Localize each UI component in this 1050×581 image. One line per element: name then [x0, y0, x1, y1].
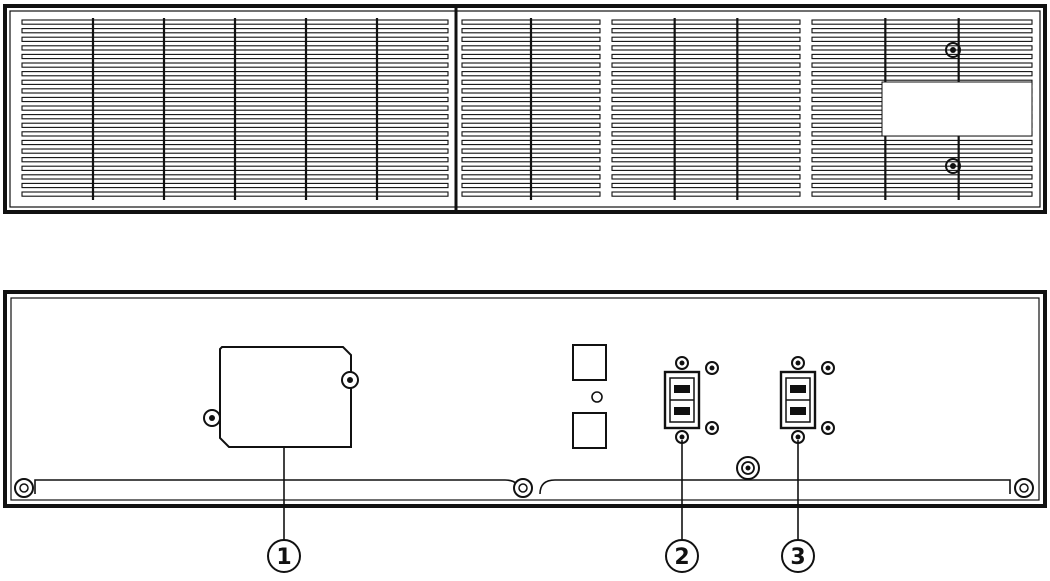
rear-panel-inner-frame	[10, 297, 1040, 501]
vent-center-right-slot	[611, 71, 801, 77]
battery-connector-3	[779, 356, 835, 444]
rail-screw-center	[513, 478, 533, 498]
rear-panel-frame	[3, 290, 1047, 508]
battery-connector-3-screw-center	[795, 360, 801, 366]
battery-connector-3-pin-top	[790, 385, 806, 393]
vent-group-left	[21, 18, 449, 200]
vent-center-right-slot	[611, 122, 801, 128]
rail-screw-right	[1014, 478, 1034, 498]
rear-panel	[3, 290, 1047, 508]
vent-center-right-slot	[611, 88, 801, 94]
vent-center-right-slot	[611, 79, 801, 85]
callout-1-circle	[267, 539, 301, 573]
vent-center-right-slot	[611, 114, 801, 120]
battery-connector-2-pin-top	[674, 385, 690, 393]
battery-connector-3-screw-center	[825, 365, 831, 371]
callout-3-circle	[781, 539, 815, 573]
vent-right-slot	[811, 28, 1033, 34]
vent-right-slot	[811, 62, 1033, 68]
vent-right-slot	[811, 139, 1033, 146]
vent-center-right-slot	[611, 165, 801, 171]
vent-group-center	[461, 18, 601, 200]
vent-center-right-slot	[611, 148, 801, 154]
callout-1-label: 1	[276, 545, 291, 570]
vent-center-right-slot	[611, 28, 801, 34]
vent-center-right-slot	[611, 19, 801, 25]
callout-2-label: 2	[674, 545, 689, 570]
battery-connector-2	[663, 356, 719, 444]
battery-connector-2-screw-center	[679, 434, 685, 440]
vent-center-right-slot	[611, 157, 801, 163]
vent-right-slot	[811, 36, 1033, 42]
cover-plate	[203, 346, 359, 448]
vent-center-right-slot	[611, 182, 801, 189]
vent-center-right-slot	[611, 62, 801, 68]
vent-group-center-right	[611, 18, 801, 200]
vent-center-right-slot	[611, 53, 801, 60]
battery-connector-2-pin-bottom	[674, 407, 690, 415]
vent-center-right-slot	[611, 45, 801, 51]
vent-right-slot	[811, 19, 1033, 25]
front-panel-screw-bottom	[945, 158, 961, 174]
callout-1: 1	[267, 447, 301, 573]
front-panel-inner-frame	[9, 10, 1041, 208]
vent-right-slot	[811, 165, 1033, 171]
battery-connector-3-pin-bottom	[790, 407, 806, 415]
vent-center-right-slot	[611, 36, 801, 42]
vent-center-right-slot	[611, 191, 801, 197]
vent-right-slot	[811, 53, 1033, 60]
front-panel	[3, 4, 1047, 214]
vent-right-slot	[811, 174, 1033, 180]
vent-center-right-slot	[611, 105, 801, 111]
callout-2: 2	[665, 440, 699, 573]
vent-center-right-slot	[611, 131, 801, 137]
vent-center-right-slot	[611, 139, 801, 146]
battery-connector-2-screw-center	[709, 365, 715, 371]
comm-port-bottom	[572, 412, 607, 449]
front-panel-display-cutout	[881, 81, 1033, 137]
ground-screw	[736, 456, 760, 480]
battery-connector-2-screw-center	[709, 425, 715, 431]
rail-screw-left	[14, 478, 34, 498]
battery-connector-2-screw-center	[679, 360, 685, 366]
battery-connector-3-screw-center	[795, 434, 801, 440]
vent-right-slot	[811, 182, 1033, 189]
vent-right-slot	[811, 191, 1033, 197]
callout-3: 3	[781, 440, 815, 573]
vent-right-slot	[811, 148, 1033, 154]
front-panel-screw-top	[945, 42, 961, 58]
battery-connector-3-screw-center	[825, 425, 831, 431]
comm-port-top	[572, 344, 607, 381]
indicator-led	[591, 391, 603, 403]
vent-right-slot	[811, 71, 1033, 77]
callout-2-circle	[665, 539, 699, 573]
vent-center-right-slot	[611, 96, 801, 103]
vent-right-slot	[811, 45, 1033, 51]
vent-center-right-slot	[611, 174, 801, 180]
callout-3-label: 3	[790, 545, 805, 570]
vent-right-slot	[811, 157, 1033, 163]
